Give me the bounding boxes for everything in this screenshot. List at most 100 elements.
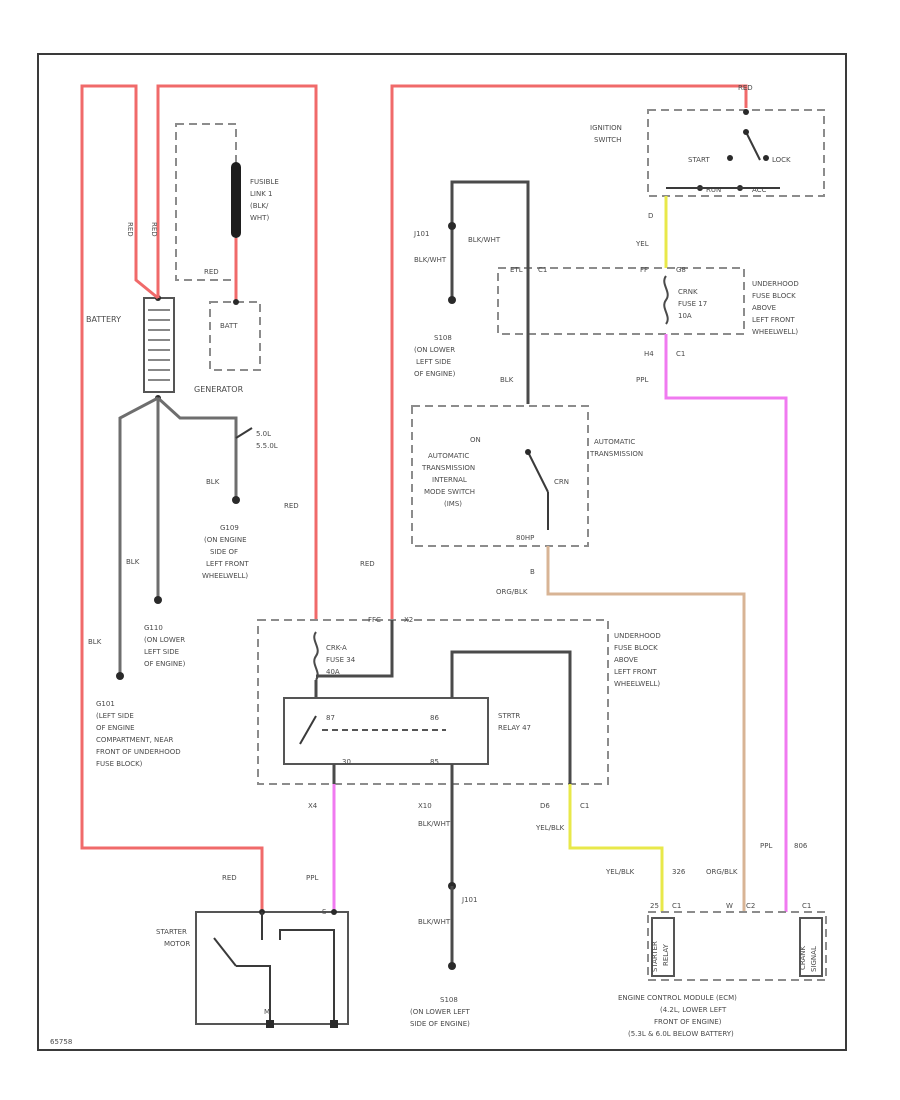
ecm-pin-c2: C2: [746, 902, 755, 910]
wire-label-yel-blk-ecm: YEL/BLK: [605, 868, 635, 876]
fuse-top-pin-h4: H4: [644, 350, 654, 358]
wire-red-ignition: [390, 84, 748, 620]
diagram-id: 65758: [50, 1038, 72, 1046]
wire-label-red-1: RED: [126, 222, 134, 237]
ignition-pivot: [743, 129, 749, 135]
svg-text:FUSE BLOCK: FUSE BLOCK: [614, 644, 658, 652]
svg-text:FRONT OF UNDERHOOD: FRONT OF UNDERHOOD: [96, 748, 181, 756]
ground-g110-terminal: [154, 596, 162, 604]
wire-ppl-top: [664, 334, 788, 912]
fuse-bot-pin-ffc: FFC: [368, 616, 381, 624]
svg-text:COMPARTMENT, NEAR: COMPARTMENT, NEAR: [96, 736, 174, 744]
trans-conn-bot: 80HP: [516, 534, 534, 542]
svg-text:SIDE OF ENGINE): SIDE OF ENGINE): [410, 1020, 470, 1028]
svg-text:ABOVE: ABOVE: [614, 656, 638, 664]
wire-label-red-2: RED: [150, 222, 158, 237]
starter-s-node: [331, 909, 337, 915]
battery-block: [143, 297, 175, 393]
starter-motor-box: [195, 911, 349, 1025]
svg-text:(ON LOWER: (ON LOWER: [144, 636, 185, 644]
svg-text:(5.3L & 6.0L BELOW BATTERY): (5.3L & 6.0L BELOW BATTERY): [628, 1030, 734, 1038]
svg-text:TRANSMISSION: TRANSMISSION: [421, 464, 475, 472]
svg-text:(ON LOWER LEFT: (ON LOWER LEFT: [410, 1008, 471, 1016]
ground-s108-top-terminal: [448, 296, 456, 304]
fuse-block-top-box: [497, 267, 745, 335]
splice-j101-top: [448, 222, 456, 230]
ign-contact-start: [727, 155, 733, 161]
ecm-label: ENGINE CONTROL MODULE (ECM) (4.2L, LOWER…: [618, 994, 737, 1038]
ign-pos-start: START: [688, 156, 710, 164]
svg-text:(4.2L, LOWER LEFT: (4.2L, LOWER LEFT: [660, 1006, 727, 1014]
trans-switch-box: [411, 405, 589, 547]
fuse-top-pin-ff: FF: [640, 266, 648, 274]
fuse34-symbol: [313, 631, 319, 681]
svg-text:RELAY: RELAY: [662, 943, 670, 966]
fuse-bot-pin-d6: D6: [540, 802, 550, 810]
relay-label-2: RELAY 47: [498, 724, 531, 732]
svg-text:G110: G110: [144, 624, 163, 632]
svg-text:LEFT SIDE: LEFT SIDE: [144, 648, 179, 656]
wire-blk-g109: [156, 396, 238, 500]
ecm-crank-signal-box: [799, 917, 823, 977]
ignition-input-node: [743, 109, 749, 115]
engine-option-1: 5.0L: [256, 430, 271, 438]
svg-text:(LEFT SIDE: (LEFT SIDE: [96, 712, 134, 720]
wire-blk-wht-top: [450, 180, 530, 404]
svg-text:LEFT SIDE: LEFT SIDE: [416, 358, 451, 366]
trans-pos-crn: CRN: [554, 478, 569, 486]
fuse34-line2: FUSE 34: [326, 656, 356, 664]
relay-pin-85: 85: [430, 758, 439, 766]
svg-text:ENGINE CONTROL MODULE (ECM): ENGINE CONTROL MODULE (ECM): [618, 994, 737, 1002]
ground-g109-text: G109 (ON ENGINE SIDE OF LEFT FRONT WHEEL…: [202, 524, 249, 580]
svg-text:AUTOMATIC: AUTOMATIC: [428, 452, 469, 460]
svg-text:WHEELWELL): WHEELWELL): [614, 680, 660, 688]
fusible-link: [231, 162, 241, 238]
svg-text:(IMS): (IMS): [444, 500, 462, 508]
ecm-starter-relay-box: [651, 917, 675, 977]
starter-internal: [236, 912, 335, 1024]
svg-text:ON: ON: [470, 436, 481, 444]
relay-pin-86: 86: [430, 714, 439, 722]
fuse-block-bot-box: [257, 619, 609, 785]
fuse34-line3: 40A: [326, 668, 340, 676]
diagram-frame: [37, 53, 847, 1051]
svg-text:UNDERHOOD: UNDERHOOD: [614, 632, 661, 640]
generator-label: GENERATOR: [194, 385, 244, 394]
wire-label-red-starter: RED: [222, 874, 237, 882]
fuse-bot-pin-x4: X4: [308, 802, 318, 810]
ground-s108-bot-terminal: [448, 962, 456, 970]
wire-label-red-ign-mid: RED: [360, 560, 375, 568]
wire-label-ppl-ecm: PPL: [760, 842, 772, 850]
starter-pin-m: M: [264, 1008, 270, 1016]
svg-text:OF ENGINE): OF ENGINE): [414, 370, 456, 378]
starter-label-2: MOTOR: [164, 940, 190, 948]
ign-pin-d: D: [648, 212, 653, 220]
wire-red-left-loop: [80, 84, 264, 912]
generator-terminal: BATT: [220, 322, 238, 330]
fuse17-line3: 10A: [678, 312, 692, 320]
ground-g110-text: G110 (ON LOWER LEFT SIDE OF ENGINE): [144, 624, 186, 668]
wire-label-org-blk: ORG/BLK: [496, 588, 528, 596]
ecm-box: [647, 911, 827, 981]
fuse-top-pin-g8: G8: [676, 266, 686, 274]
wire-label-blk-s108: BLK: [500, 376, 514, 384]
svg-text:OF ENGINE: OF ENGINE: [96, 724, 135, 732]
wire-label-blk-g110: BLK: [126, 558, 140, 566]
svg-text:MODE SWITCH: MODE SWITCH: [424, 488, 475, 496]
svg-text:SIDE OF: SIDE OF: [210, 548, 238, 556]
fuse34-line1: CRK-A: [326, 644, 347, 652]
svg-text:(ON LOWER: (ON LOWER: [414, 346, 455, 354]
ignition-label-1: IGNITION: [590, 124, 622, 132]
wire-label-blk-wht-j101: BLK/WHT: [414, 256, 447, 264]
wire-label-red-gen: RED: [204, 268, 219, 276]
relay-contact: [299, 715, 317, 745]
wire-label-org-blk-ecm: ORG/BLK: [706, 868, 738, 876]
svg-text:LEFT FRONT: LEFT FRONT: [206, 560, 249, 568]
ecm-pin-326: 326: [672, 868, 686, 876]
trans-switch-left-text: ON AUTOMATIC TRANSMISSION INTERNAL MODE …: [421, 436, 481, 508]
fuse-bot-pin-c1: C1: [580, 802, 589, 810]
starter-ground-1: [266, 1020, 274, 1028]
ecm-relay-text: STARTER RELAY: [651, 941, 670, 972]
wire-label-yel-blk: YEL/BLK: [535, 824, 565, 832]
svg-text:FUSIBLE: FUSIBLE: [250, 178, 279, 186]
